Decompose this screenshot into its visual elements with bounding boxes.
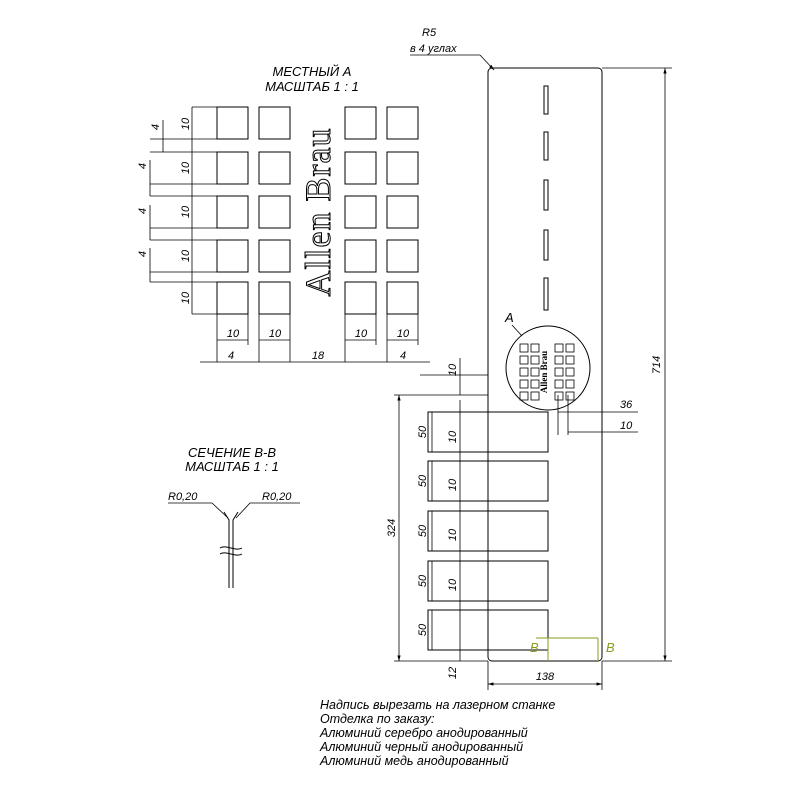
section-mark-right: B	[606, 640, 615, 655]
dim-gap-1: 4	[150, 124, 162, 130]
slot-3	[427, 510, 549, 552]
detail-a-callout-grid	[519, 343, 575, 401]
slot-1	[427, 411, 549, 453]
dim-slot-h-4: 50	[417, 574, 429, 587]
dim-gap-3: 4	[137, 208, 149, 214]
slot-2	[427, 460, 549, 502]
dim-row-5: 10	[180, 291, 192, 304]
section-bb-view: СЕЧЕНИЕ В-В МАСШТАБ 1 : 1 R0,20 R0,20	[168, 445, 300, 588]
dim-col-4: 10	[397, 328, 410, 340]
dim-slot-gap-3: 10	[447, 528, 459, 541]
dim-gap-2: 4	[137, 163, 149, 169]
note-line-1: Надпись вырезать на лазерном станке	[320, 698, 555, 712]
main-view: Allen Brau A R5 в 4 углах 714 138 324 50…	[386, 27, 672, 690]
detail-a-callout-circle	[505, 325, 591, 411]
section-bb-title: СЕЧЕНИЕ В-В	[188, 445, 276, 460]
detail-a-row-dimensions: 10 10 10 10 10 4 4 4 4	[137, 106, 217, 315]
dim-center-gap: 18	[312, 350, 325, 362]
detail-a-callout-label: A	[504, 310, 514, 325]
dim-total-height: 714	[651, 356, 663, 374]
dim-slot-h-3: 50	[417, 524, 429, 537]
dim-col-gap-left: 4	[228, 350, 234, 362]
dim-detail-width: 10	[620, 420, 633, 432]
dim-row-1: 10	[180, 117, 192, 130]
dim-slots-span: 324	[386, 519, 398, 537]
note-line-3: Алюминий серебро анодированный	[319, 726, 528, 740]
dim-row-4: 10	[180, 249, 192, 262]
dim-slot-h-1: 50	[417, 425, 429, 438]
dim-slot-gap-2: 10	[447, 478, 459, 491]
section-bb-scale: МАСШТАБ 1 : 1	[185, 459, 279, 474]
dim-slot-gap-4: 10	[447, 578, 459, 591]
note-line-4: Алюминий черный анодированный	[319, 740, 523, 754]
dim-bottom-offset: 12	[447, 667, 459, 679]
panel-outline	[487, 67, 603, 662]
dim-col-1: 10	[227, 328, 240, 340]
detail-a-callout-logo: Allen Brau	[539, 351, 549, 393]
section-mark-left: B	[530, 640, 539, 655]
dim-top-offset: 10	[447, 363, 459, 376]
dim-gap-4: 4	[137, 251, 149, 257]
note-line-2: Отделка по заказу:	[320, 712, 434, 726]
detail-a-logo: Allen Brau	[298, 128, 338, 297]
detail-a-title: МЕСТНЫЙ А	[273, 63, 352, 79]
notes-block: Надпись вырезать на лазерном станке Отде…	[319, 698, 555, 768]
detail-a-col-dimensions: 10 10 10 10 4 18 4	[200, 314, 430, 363]
dim-slot-h-2: 50	[417, 474, 429, 487]
dim-slot-gap-1: 10	[447, 430, 459, 443]
detail-a-grid	[216, 106, 419, 315]
section-bb-radius-left: R0,20	[168, 491, 198, 503]
detail-a-scale: МАСШТАБ 1 : 1	[265, 79, 359, 94]
dim-col-2: 10	[269, 328, 282, 340]
slot-5	[427, 609, 549, 651]
dim-row-3: 10	[180, 205, 192, 218]
corner-radius-label: R5	[422, 27, 437, 39]
detail-a-view: МЕСТНЫЙ А МАСШТАБ 1 : 1	[137, 63, 430, 363]
note-line-5: Алюминий медь анодированный	[319, 754, 509, 768]
section-bb-radius-right: R0,20	[262, 491, 292, 503]
dim-width: 138	[536, 671, 555, 683]
slot-4	[427, 560, 549, 602]
dim-col-gap-right: 4	[400, 350, 406, 362]
corner-radius-note: в 4 углах	[410, 43, 457, 55]
dim-row-2: 10	[180, 161, 192, 174]
dim-slot-h-5: 50	[417, 623, 429, 636]
dim-detail-offset: 36	[620, 399, 633, 411]
dim-col-3: 10	[355, 328, 368, 340]
